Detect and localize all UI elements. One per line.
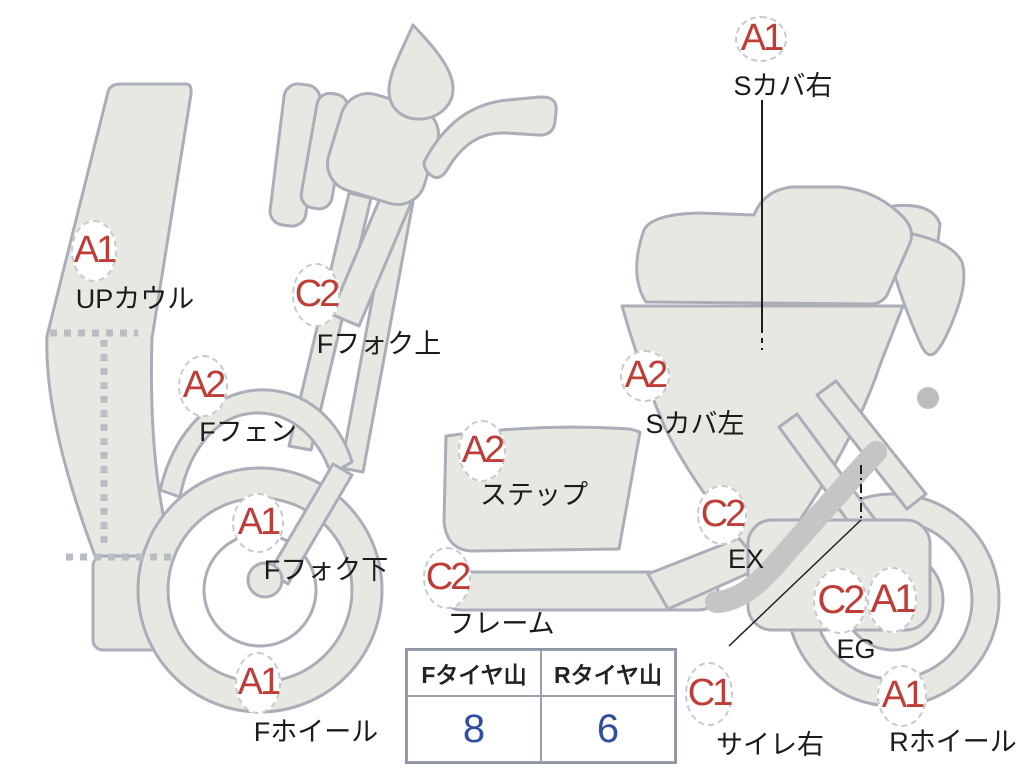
front-hub	[246, 561, 284, 599]
grade-badge-f-fork-upper: C2	[292, 263, 340, 327]
grade-badge-up-cowl: A1	[71, 220, 117, 282]
front-fork-lower	[267, 462, 354, 586]
tire-tread-table: Fタイヤ山 Rタイヤ山 8 6	[405, 648, 677, 764]
part-label-f-fender: Fフェン	[199, 417, 297, 447]
part-label-f-fork-upper: Fフォク上	[316, 329, 442, 359]
windscreen-upper-cowl	[45, 82, 193, 558]
rear-cowl-tail	[888, 228, 966, 357]
mirror	[387, 23, 455, 121]
leader-line-silencer-right	[728, 519, 862, 647]
grade-badge-exhaust: C2	[697, 485, 747, 545]
part-label-frame: フレーム	[447, 609, 555, 639]
part-label-s-cover-right: Sカバ右	[733, 71, 833, 101]
exhaust-pipe	[705, 441, 887, 613]
part-label-up-cowl: UPカウル	[75, 284, 195, 314]
part-label-step: ステップ	[480, 480, 588, 510]
part-label-r-wheel: Rホイール	[889, 727, 1017, 757]
grade-badge-f-fender: A2	[178, 355, 228, 417]
rear-peg-nub	[917, 387, 939, 409]
part-label-exhaust: EX	[727, 544, 765, 574]
grade-badge-s-cover-right: A1	[735, 16, 787, 62]
seat	[635, 185, 914, 306]
grade-badge-f-fork-lower: A1	[232, 493, 284, 553]
grade-badge-engine-a1: A1	[867, 567, 917, 633]
tire-table-value-front: 8	[407, 696, 541, 762]
grade-badge-engine-c2: C2	[813, 568, 867, 634]
grade-badge-f-wheel: A1	[235, 652, 281, 714]
part-label-f-fork-lower: Fフォク下	[263, 555, 389, 585]
tire-table-header-front: Fタイヤ山	[407, 650, 541, 696]
tire-table-value-rear: 6	[541, 696, 675, 762]
handlebar	[422, 95, 558, 179]
tire-table-header-rear: Rタイヤ山	[541, 650, 675, 696]
part-label-silencer-right: サイレ右	[716, 730, 824, 760]
part-label-f-wheel: Fホイール	[253, 717, 379, 747]
grade-badge-r-wheel: A1	[877, 665, 927, 727]
part-label-s-cover-left: Sカバ左	[645, 409, 745, 439]
part-label-engine: EG	[836, 634, 876, 664]
grade-badge-frame: C2	[423, 547, 471, 609]
grade-badge-s-cover-left: A2	[620, 350, 670, 402]
grade-badge-silencer-right: C1	[685, 662, 733, 726]
grade-badge-step: A2	[458, 420, 506, 482]
